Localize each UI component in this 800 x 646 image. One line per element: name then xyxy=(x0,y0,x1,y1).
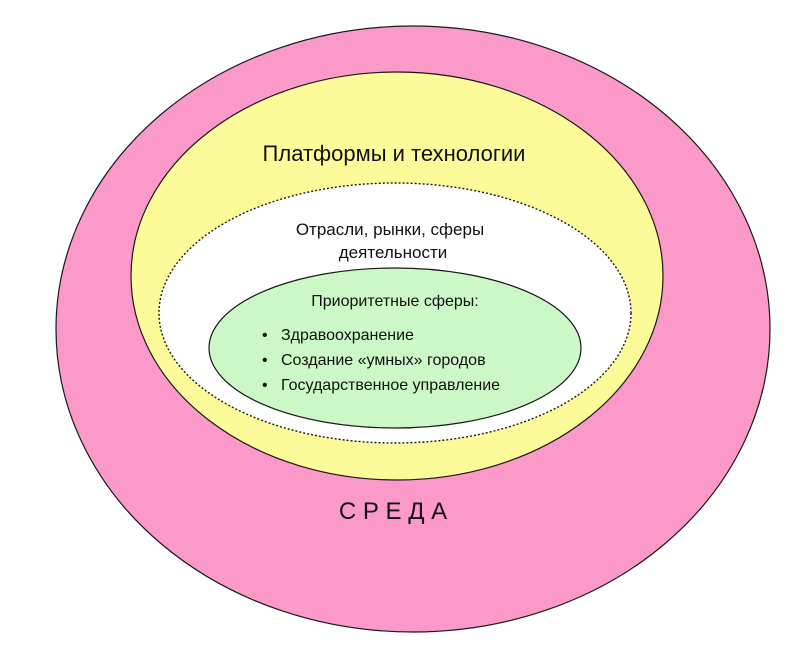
priority-item: Создание «умных» городов xyxy=(281,352,486,369)
environment-label: С Р Е Д А xyxy=(339,498,447,525)
platforms-label: Платформы и технологии xyxy=(263,141,526,166)
priorities-title: Приоритетные сферы: xyxy=(311,293,479,310)
priority-bullet: • xyxy=(262,352,268,369)
priority-item: Государственное управление xyxy=(281,377,500,394)
industries-label-line1: Отрасли, рынки, сферы xyxy=(296,220,484,239)
priority-bullet: • xyxy=(262,327,268,344)
industries-label-line2: деятельности xyxy=(339,243,447,262)
priority-bullet: • xyxy=(262,377,268,394)
priorities-ellipse xyxy=(208,267,582,429)
priority-item: Здравоохранение xyxy=(281,327,414,344)
